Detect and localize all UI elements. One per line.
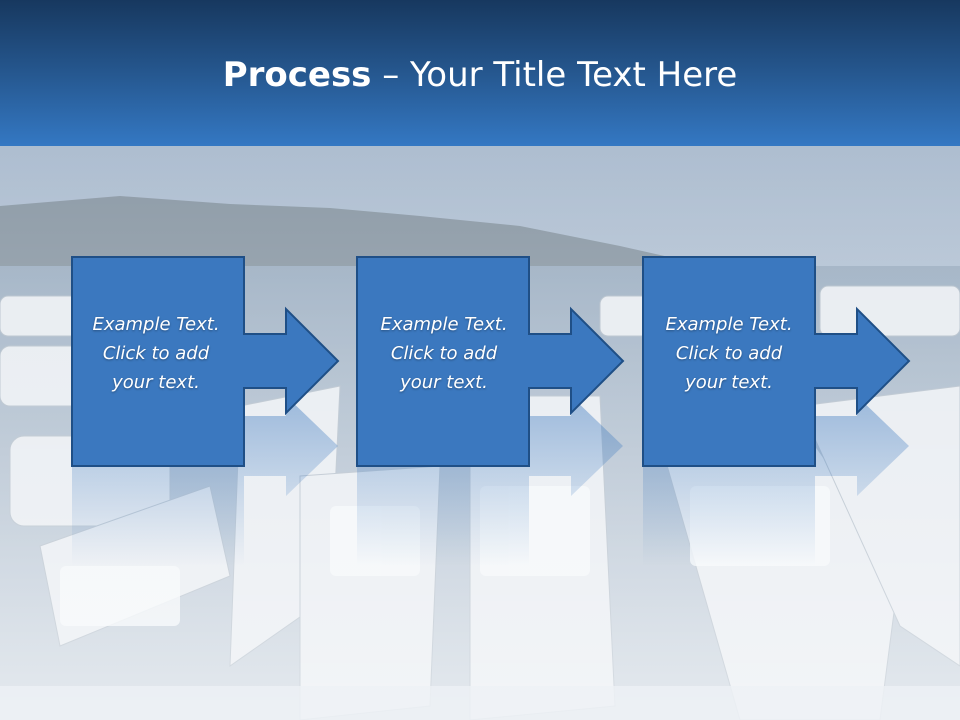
step-2-line-3: your text. xyxy=(400,372,488,393)
background-photo-harbor xyxy=(0,146,960,720)
step-2-text[interactable]: Example Text. Click to add your text. xyxy=(360,310,528,397)
step-3-line-1: Example Text. xyxy=(665,314,793,335)
step-3-line-3: your text. xyxy=(685,372,773,393)
slide-title[interactable]: Process – Your Title Text Here xyxy=(0,52,960,98)
step-3-line-2: Click to add xyxy=(675,343,783,364)
step-1-line-2: Click to add xyxy=(102,343,210,364)
step-2-line-1: Example Text. xyxy=(380,314,508,335)
step-1-text[interactable]: Example Text. Click to add your text. xyxy=(72,310,240,397)
slide-title-rest: – Your Title Text Here xyxy=(371,55,738,95)
step-3-text[interactable]: Example Text. Click to add your text. xyxy=(645,310,813,397)
header-banner: Process – Your Title Text Here xyxy=(0,0,960,146)
step-1-line-1: Example Text. xyxy=(92,314,220,335)
step-2-line-2: Click to add xyxy=(390,343,498,364)
step-1-line-3: your text. xyxy=(112,372,200,393)
slide-title-bold: Process xyxy=(222,55,372,95)
harbor-illustration xyxy=(0,146,960,720)
